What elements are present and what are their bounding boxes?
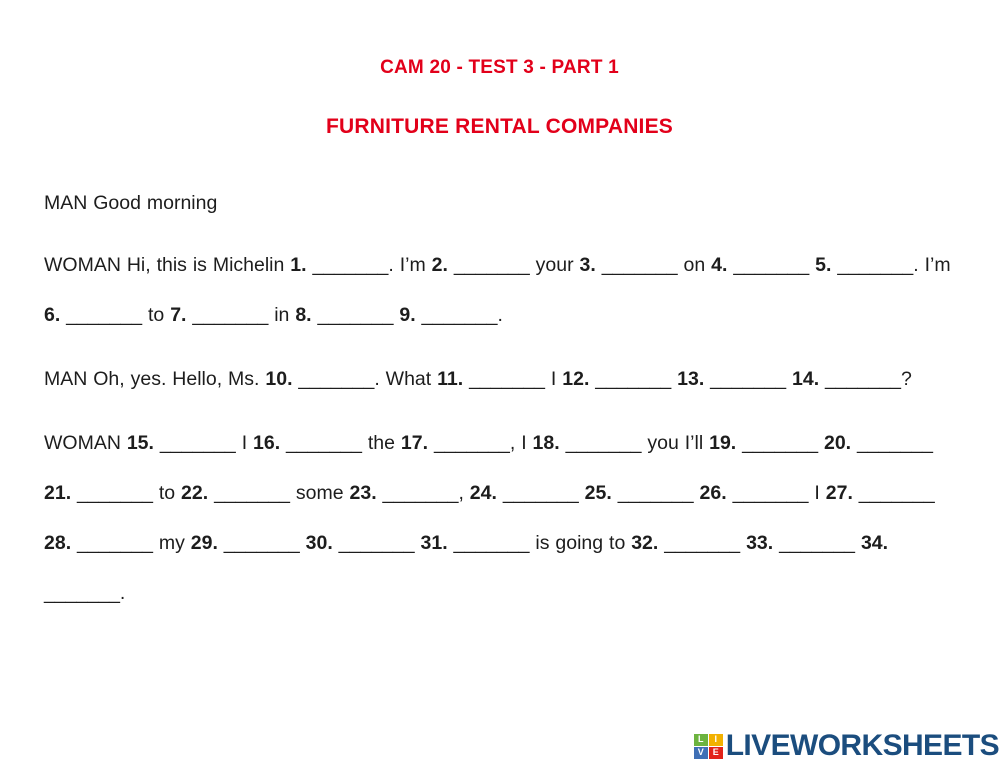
transcript-paragraph-woman-request: WOMAN 15. _______ I 16. _______ the 17. … [44, 432, 935, 604]
blank-number: 27. [825, 482, 853, 504]
blank-number: 28. [44, 532, 72, 554]
blank-number: 17. [400, 432, 429, 454]
blank-number: 15. [126, 432, 154, 454]
blank-number: 2. [431, 254, 448, 276]
title-block: CAM 20 - TEST 3 - PART 1 FURNITURE RENTA… [0, 0, 999, 140]
liveworksheets-wordmark: LIVEWORKSHEETS [725, 729, 999, 762]
blank-number: 5. [815, 254, 832, 276]
blank-number: 7. [170, 304, 187, 326]
liveworksheets-logo-icon: L I V E [693, 733, 723, 759]
blank-number: 10. [265, 368, 293, 390]
page-subtitle: FURNITURE RENTAL COMPANIES [325, 115, 674, 138]
blank-number: 1. [290, 254, 307, 276]
blank-number: 19. [709, 432, 737, 454]
blank-number: 22. [181, 482, 209, 504]
blank-number: 25. [584, 482, 612, 504]
blank-number: 23. [349, 482, 377, 504]
blank-number: 30. [305, 532, 333, 554]
transcript-paragraph-man-reply: MAN Oh, yes. Hello, Ms. 10. _______. Wha… [44, 368, 912, 390]
blank-number: 3. [579, 254, 596, 276]
logo-cell-e: E [708, 746, 723, 759]
logo-cell-i: I [708, 733, 723, 746]
blank-number: 6. [44, 304, 61, 326]
blank-number: 34. [860, 532, 889, 554]
blank-number: 14. [792, 368, 820, 390]
transcript-body: MAN Good morning WOMAN Hi, this is Miche… [0, 178, 999, 618]
blank-number: 21. [44, 482, 72, 504]
blank-number: 9. [399, 304, 416, 326]
blank-number: 16. [253, 432, 281, 454]
blank-number: 32. [631, 532, 659, 554]
blank-number: 33. [746, 532, 774, 554]
logo-cell-v: V [693, 746, 708, 759]
blank-number: 18. [532, 432, 560, 454]
logo-cell-l: L [693, 733, 708, 746]
blank-number: 8. [295, 304, 312, 326]
transcript-paragraph-woman-intro: WOMAN Hi, this is Michelin 1. _______. I… [44, 254, 951, 326]
blank-number: 11. [437, 368, 464, 390]
blank-number: 31. [420, 532, 448, 554]
liveworksheets-logo[interactable]: L I V E LIVEWORKSHEETS [693, 726, 999, 766]
blank-number: 29. [190, 532, 218, 554]
blank-number: 20. [823, 432, 852, 454]
blank-number: 13. [677, 368, 705, 390]
transcript-paragraph-man-greeting: MAN Good morning [44, 192, 218, 214]
blank-number: 4. [711, 254, 728, 276]
blank-number: 12. [562, 368, 590, 390]
page-title: CAM 20 - TEST 3 - PART 1 [380, 57, 619, 78]
blank-number: 24. [469, 482, 497, 504]
blank-number: 26. [699, 482, 727, 504]
